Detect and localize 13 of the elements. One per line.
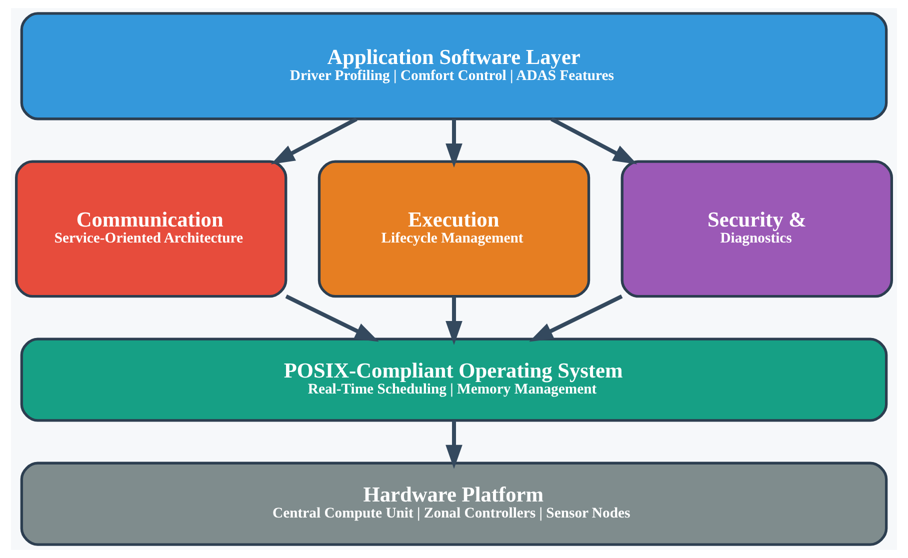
arrow (446, 119, 462, 168)
node-box: Execution Lifecycle Management (318, 160, 590, 298)
node-box: Hardware Platform Central Compute Unit | Zonal Controllers | Sensor Nodes (20, 462, 888, 546)
arrow (529, 294, 623, 342)
arrow (446, 420, 462, 469)
node-box: Security & Diagnostics (620, 160, 893, 298)
node-box: POSIX-Compliant Operating System Real-Time Scheduling | Memory Management (20, 338, 888, 422)
arrow (550, 117, 638, 164)
arrow (446, 296, 462, 346)
node-box: Application Software Layer Driver Profiling | Comfort Control | ADAS Features (20, 12, 888, 120)
arrow (285, 294, 379, 342)
arrow (270, 117, 358, 164)
node-box: Communication Service-Oriented Architecture (15, 160, 288, 298)
